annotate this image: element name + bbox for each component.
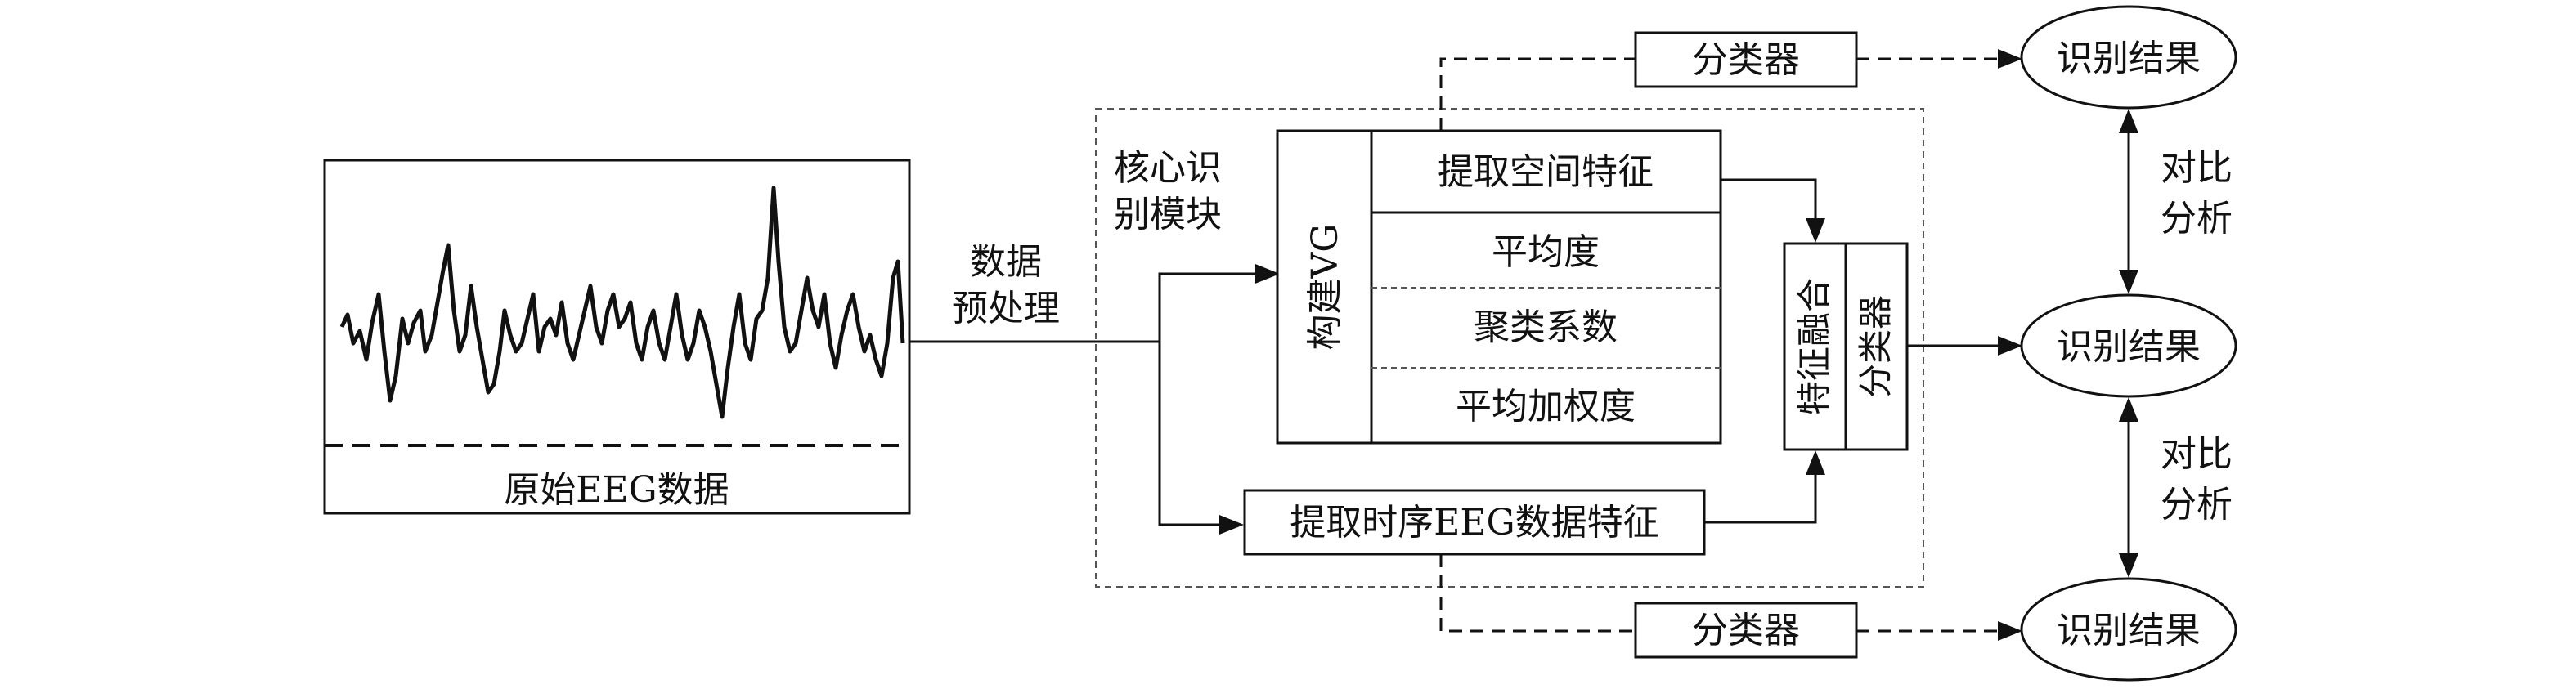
top-classifier: 分类器	[1634, 31, 1858, 88]
result-top-ellipse	[2020, 5, 2237, 110]
bottom-classifier-box	[1634, 602, 1858, 659]
core-module-label-line2: 别模块	[1114, 194, 1222, 235]
vg-block: 构建VG 提取空间特征 平均度 聚类系数 平均加权度	[1276, 129, 1722, 445]
result-bottom: 识别结果	[2020, 577, 2237, 682]
feature-fusion-label: 特征融合	[1794, 278, 1834, 415]
core-module-label-line1: 核心识	[1114, 147, 1222, 189]
build-vg-label: 构建VG	[1304, 224, 1346, 351]
raw-eeg-box	[323, 159, 911, 515]
split-line-to-vg	[1158, 264, 1280, 342]
result-middle-label: 识别结果	[2057, 326, 2201, 368]
temporal-feature-label: 提取时序EEG数据特征	[1290, 502, 1658, 544]
compare-label-bottom-line1: 对比	[2161, 433, 2233, 475]
result-middle: 识别结果	[2020, 293, 2237, 398]
feature-average-weighted-degree: 平均加权度	[1456, 386, 1636, 427]
fusion-classifier-label: 分类器	[1856, 295, 1896, 398]
top-classifier-label: 分类器	[1692, 39, 1800, 81]
preprocess-label-line1: 数据	[970, 241, 1042, 283]
spatial-to-fusion-arrow	[1721, 178, 1825, 243]
compare-label-bottom-line2: 分析	[2161, 484, 2233, 526]
vg-to-top-classifier-line	[1439, 57, 1636, 131]
fusion-block: 特征融合 分类器	[1783, 242, 1909, 451]
bottom-classifier-label: 分类器	[1692, 610, 1800, 651]
compare-label-top-line1: 对比	[2161, 147, 2233, 189]
compare-label-top-line2: 分析	[2161, 198, 2233, 239]
temporal-box	[1243, 489, 1706, 556]
raw-eeg-block: 原始EEG数据	[323, 159, 911, 515]
result-bottom-label: 识别结果	[2057, 610, 2201, 651]
feature-average-degree: 平均度	[1492, 231, 1600, 273]
feature-clustering-coefficient: 聚类系数	[1474, 306, 1618, 348]
temporal-block: 提取时序EEG数据特征	[1243, 489, 1706, 556]
eeg-waveform	[339, 186, 905, 419]
temporal-to-fusion-arrow	[1704, 450, 1825, 524]
raw-eeg-label: 原始EEG数据	[504, 469, 729, 511]
spatial-feature-label: 提取空间特征	[1438, 151, 1654, 193]
preprocess-label-line2: 预处理	[952, 288, 1060, 329]
bottom-classifier: 分类器	[1634, 602, 1858, 659]
temporal-to-bottom-classifier-line	[1439, 554, 1636, 633]
split-line-to-temporal	[1158, 342, 1244, 535]
core-module-frame	[1095, 108, 1924, 588]
result-top: 识别结果	[2020, 5, 2237, 110]
result-bottom-ellipse	[2020, 577, 2237, 682]
result-top-label: 识别结果	[2057, 38, 2201, 79]
result-middle-ellipse	[2020, 293, 2237, 398]
